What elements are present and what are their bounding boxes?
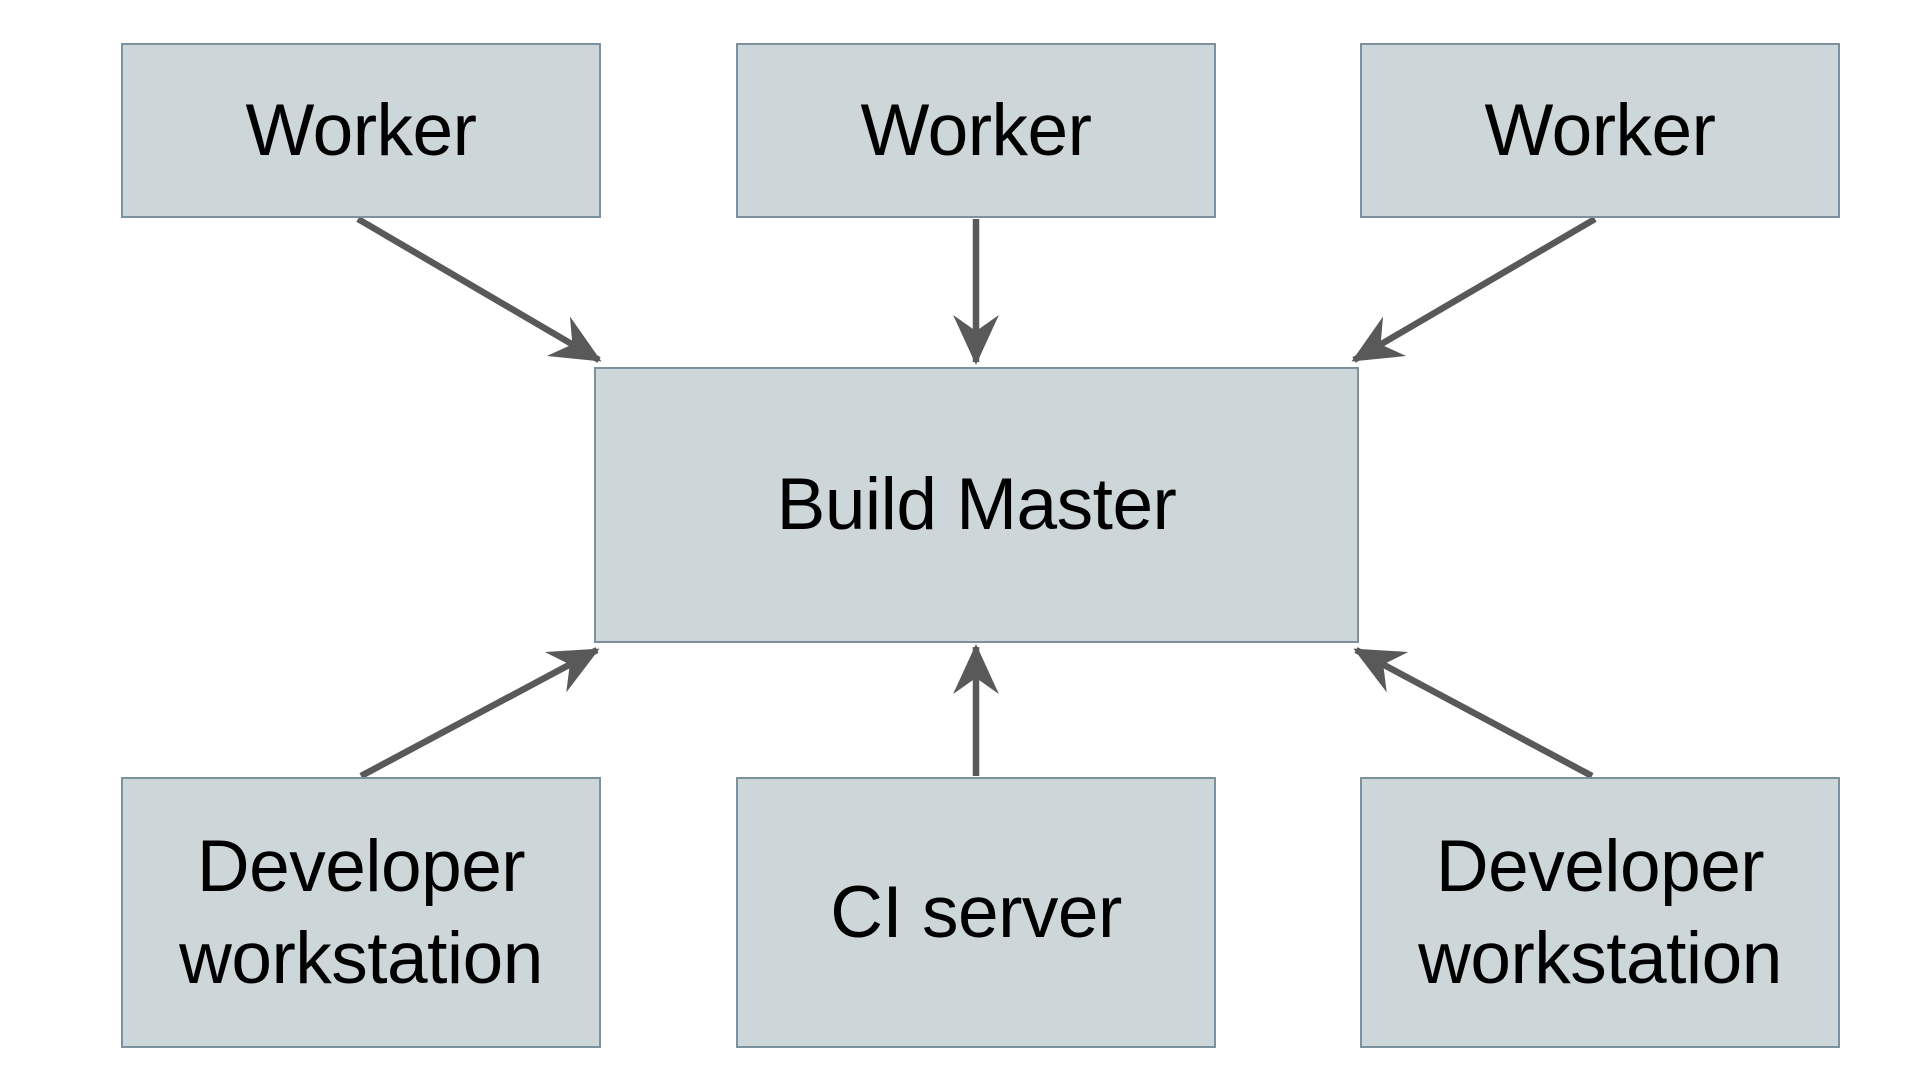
node-worker-3: Worker: [1360, 43, 1840, 218]
node-build-master-label: Build Master: [776, 464, 1177, 546]
arrow-devworkstation1-to-buildmaster: [359, 647, 600, 779]
node-ci-server-label: CI server: [830, 871, 1122, 953]
node-developer-workstation-2-label: Developer workstation: [1418, 825, 1782, 999]
node-developer-workstation-1: Developer workstation: [121, 777, 601, 1048]
node-developer-workstation-1-label: Developer workstation: [179, 825, 543, 999]
node-worker-2-label: Worker: [860, 89, 1092, 171]
arrow-worker3-to-buildmaster: [1351, 216, 1597, 363]
node-worker-1-label: Worker: [245, 89, 477, 171]
node-worker-3-label: Worker: [1484, 89, 1716, 171]
node-build-master: Build Master: [594, 367, 1359, 643]
arrow-worker1-to-buildmaster: [356, 216, 602, 363]
node-developer-workstation-2: Developer workstation: [1360, 777, 1840, 1048]
node-ci-server: CI server: [736, 777, 1216, 1048]
node-worker-2: Worker: [736, 43, 1216, 218]
node-worker-1: Worker: [121, 43, 601, 218]
arrow-devworkstation2-to-buildmaster: [1353, 647, 1594, 779]
